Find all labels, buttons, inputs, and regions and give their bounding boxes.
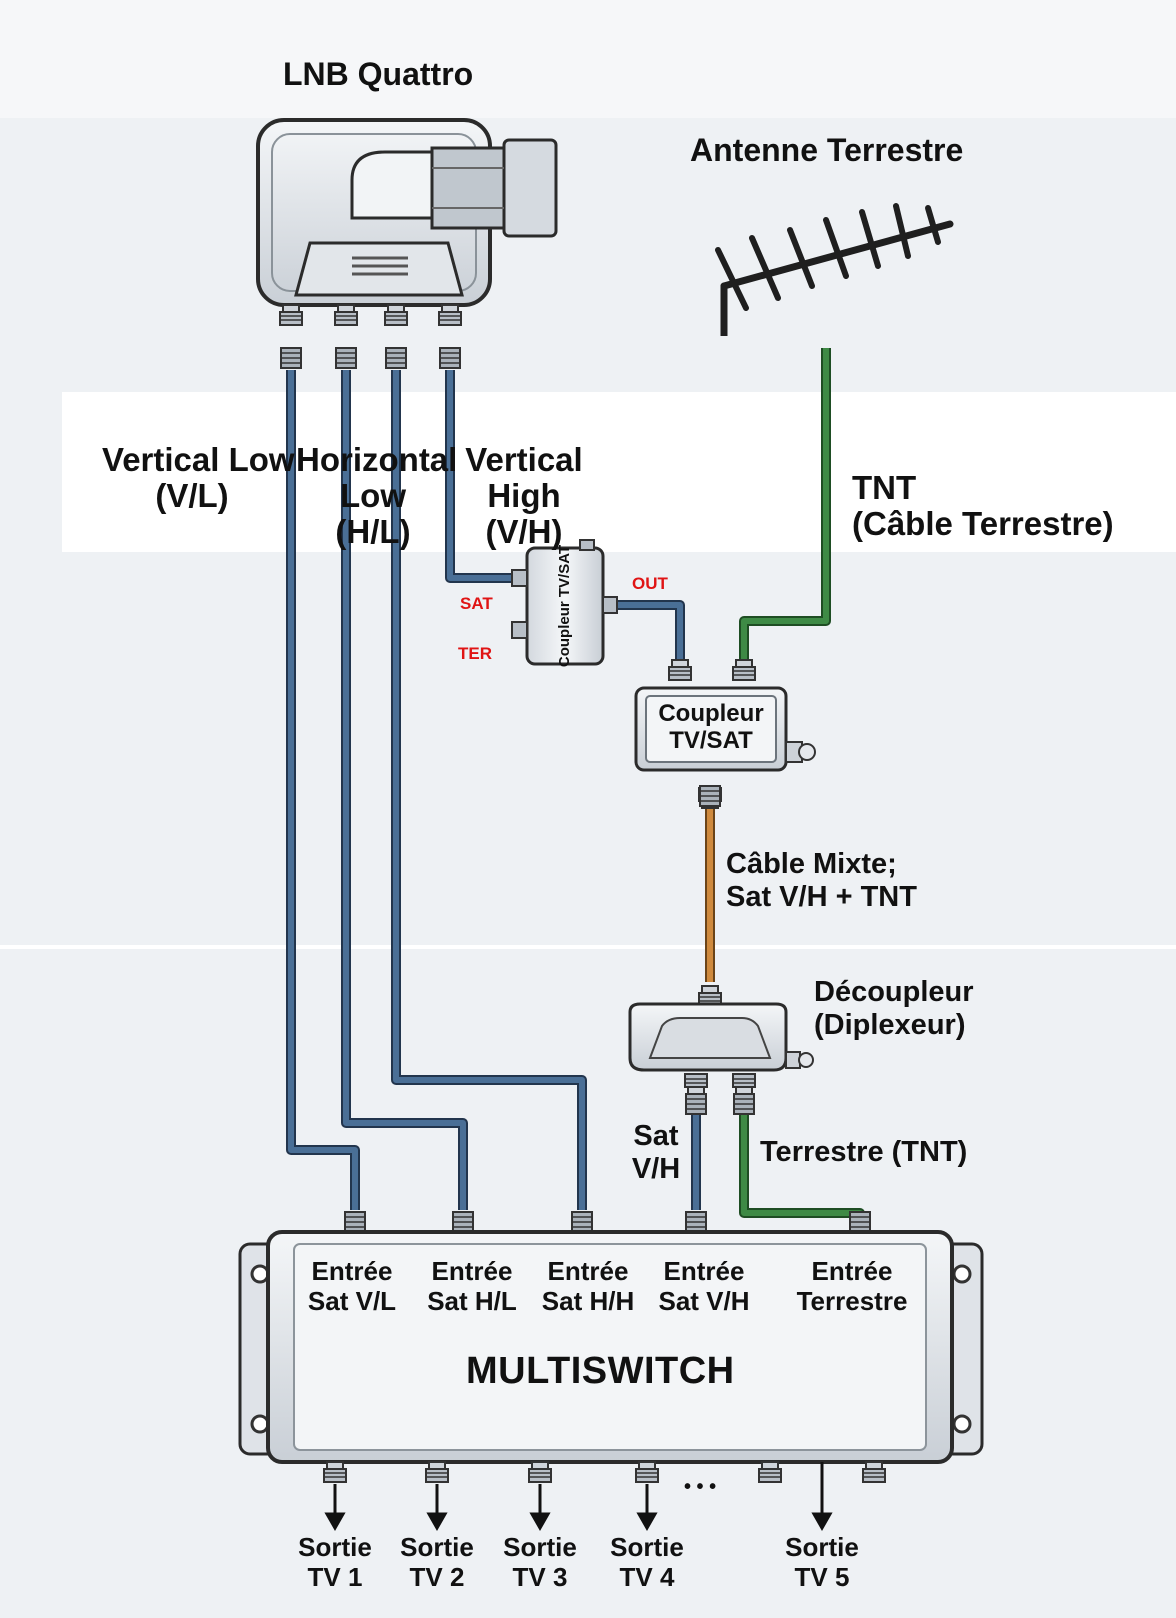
decoupler (628, 985, 814, 1115)
input-sat-hl: Entrée Sat H/L (427, 1256, 517, 1316)
input-sat-vl: Entrée Sat V/L (307, 1256, 397, 1316)
input-sat-hh: Entrée Sat H/H (541, 1256, 635, 1316)
decoupler-label: Découpleur (Diplexeur) (814, 976, 974, 1041)
output-tv4: Sortie TV 4 (610, 1532, 684, 1592)
lnb-title: LNB Quattro (283, 56, 474, 92)
output-arrows (324, 1462, 833, 1532)
lnb-quattro (256, 118, 558, 369)
output-tv1: Sortie TV 1 (298, 1532, 372, 1592)
input-terrestre: Entrée Terrestre (796, 1256, 908, 1316)
terrestrial-antenna (715, 203, 954, 348)
cable-vl-core (288, 370, 358, 1210)
coupler-main-label: Coupleur TV/SAT (658, 700, 764, 754)
output-tv3: Sortie TV 3 (503, 1532, 577, 1592)
output-tv5: Sortie TV 5 (785, 1532, 859, 1592)
coupler-small (511, 539, 618, 666)
label-terrestre: Terrestre (TNT) (760, 1136, 968, 1168)
port-ter: TER (458, 644, 492, 663)
antenna-title: Antenne Terrestre (690, 132, 964, 168)
coupler-main (634, 659, 816, 809)
coupler-small-label: Coupleur TV/SAT (556, 544, 573, 668)
output-tv2: Sortie TV 2 (400, 1532, 474, 1592)
input-sat-vh: Entrée Sat V/H (658, 1256, 750, 1316)
label-tnt: TNT (Câble Terrestre) (852, 469, 1114, 542)
label-horizontal-low: Horizontal Low (H/L) (296, 441, 458, 550)
multiswitch-title: MULTISWITCH (466, 1350, 735, 1392)
label-vertical-high: Vertical High (V/H) (465, 441, 583, 550)
port-out: OUT (632, 574, 668, 593)
outputs-ellipsis: • • • (684, 1476, 717, 1498)
port-sat: SAT (460, 594, 493, 613)
lnb-feedhorn (350, 138, 558, 238)
multiswitch (238, 1211, 984, 1532)
label-cable-mixte: Câble Mixte; Sat V/H + TNT (726, 848, 917, 913)
label-sat-vh: Sat V/H (631, 1120, 681, 1185)
label-vertical-low: Vertical Low (V/L) (102, 441, 295, 514)
